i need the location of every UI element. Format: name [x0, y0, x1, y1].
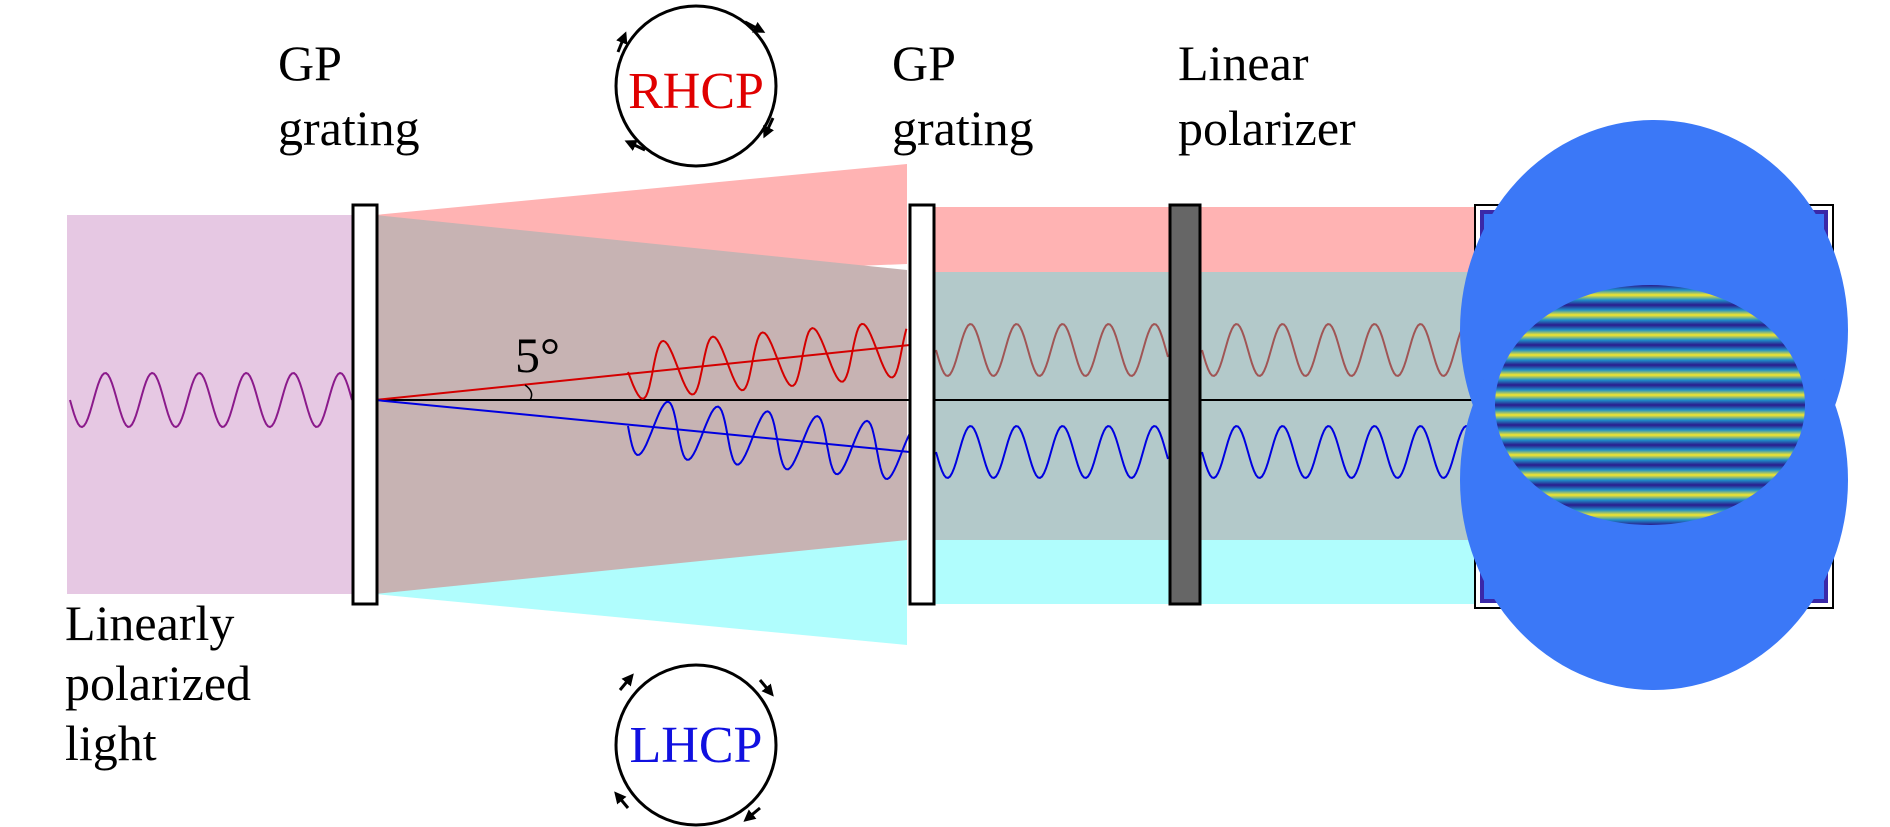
circular-arrow-counterclockwise-icon	[614, 663, 778, 827]
linear-polarizer	[1168, 203, 1202, 606]
gp-grating-1-label-line2: grating	[278, 100, 420, 156]
gp-grating-1-label-line1: GP	[278, 35, 340, 91]
linear-polarizer-label: Linear polarizer	[1178, 35, 1356, 156]
lhcp-label: LHCP	[630, 717, 763, 774]
overlap-beam	[375, 215, 907, 594]
input-light-label-line1: Linearly	[65, 595, 234, 651]
input-light-label-line3: light	[65, 715, 157, 771]
circular-arrow-clockwise-icon	[614, 4, 778, 168]
gp-grating-2-label-line1: GP	[892, 35, 954, 91]
rhcp-output-wave	[1201, 323, 1473, 377]
angle-label: 5°	[515, 327, 560, 383]
lhcp-wave	[627, 400, 911, 481]
gp-grating-2-label: GP grating	[892, 35, 1034, 156]
input-light-label: Linearly polarized light	[65, 595, 264, 771]
rhcp-filtered-wave	[935, 323, 1169, 377]
linear-polarizer-label-line2: polarizer	[1178, 100, 1356, 156]
rhcp-ray	[374, 344, 911, 401]
input-beam	[67, 215, 353, 594]
angle-arc	[524, 384, 533, 401]
rhcp-label: RHCP	[628, 63, 764, 120]
lhcp-filtered-wave	[935, 425, 1169, 479]
lhcp-output-wave	[1201, 425, 1473, 479]
lhcp-ray	[374, 399, 911, 453]
interference-pattern	[1460, 120, 1848, 690]
gp-grating-1-label: GP grating	[278, 35, 420, 156]
gp-grating-2	[908, 203, 936, 606]
input-light-label-line2: polarized	[65, 655, 251, 711]
gp-grating-2-label-line2: grating	[892, 100, 1034, 156]
linear-polarizer-label-line1: Linear	[1178, 35, 1309, 91]
input-wave	[69, 371, 353, 429]
gp-grating-1	[351, 203, 379, 606]
rhcp-wave	[627, 322, 908, 400]
